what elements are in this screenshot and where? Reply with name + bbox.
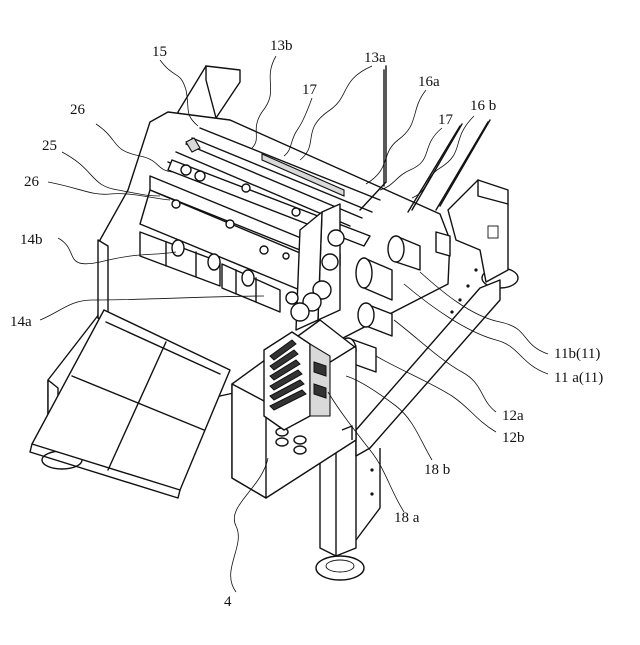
- label-17-right: 17: [438, 112, 454, 128]
- label-26-upper: 26: [70, 102, 86, 118]
- label-16a: 16a: [418, 74, 440, 90]
- label-14b: 14b: [20, 232, 43, 248]
- label-13b: 13b: [270, 38, 293, 54]
- label-15: 15: [152, 44, 167, 60]
- label-11b: 11b(11): [554, 346, 600, 362]
- label-17-upper: 17: [302, 82, 318, 98]
- label-18a: 18 a: [394, 510, 420, 526]
- label-12a: 12a: [502, 408, 524, 424]
- label-12b: 12b: [502, 430, 525, 446]
- label-16b: 16 b: [470, 98, 496, 114]
- label-26-lower: 26: [24, 174, 40, 190]
- label-14a: 14a: [10, 314, 32, 330]
- label-11a: 11 a(11): [554, 370, 603, 386]
- label-13a: 13a: [364, 50, 386, 66]
- label-25: 25: [42, 138, 57, 154]
- label-18b: 18 b: [424, 462, 450, 478]
- label-4: 4: [224, 594, 232, 610]
